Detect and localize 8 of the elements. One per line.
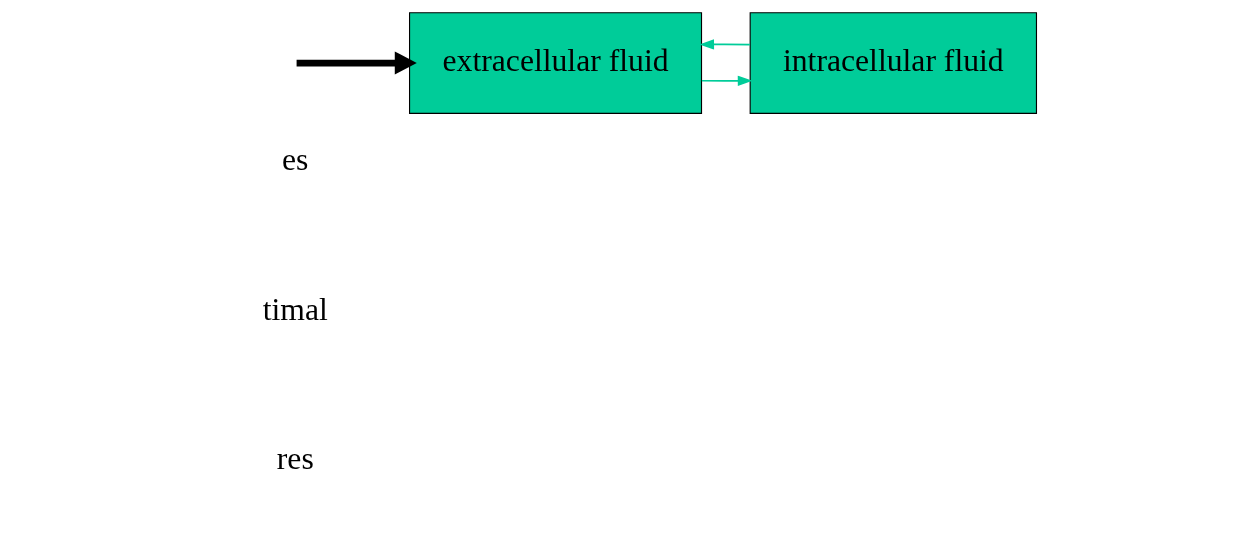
label: res	[276, 441, 314, 477]
node-box: intracellular fluid	[749, 12, 1038, 114]
label: timal	[262, 291, 328, 327]
arrow	[701, 75, 753, 86]
arrow	[296, 51, 417, 75]
label: es	[282, 142, 309, 178]
arrow	[699, 39, 751, 50]
node-box: extracellular fluid	[409, 12, 703, 114]
